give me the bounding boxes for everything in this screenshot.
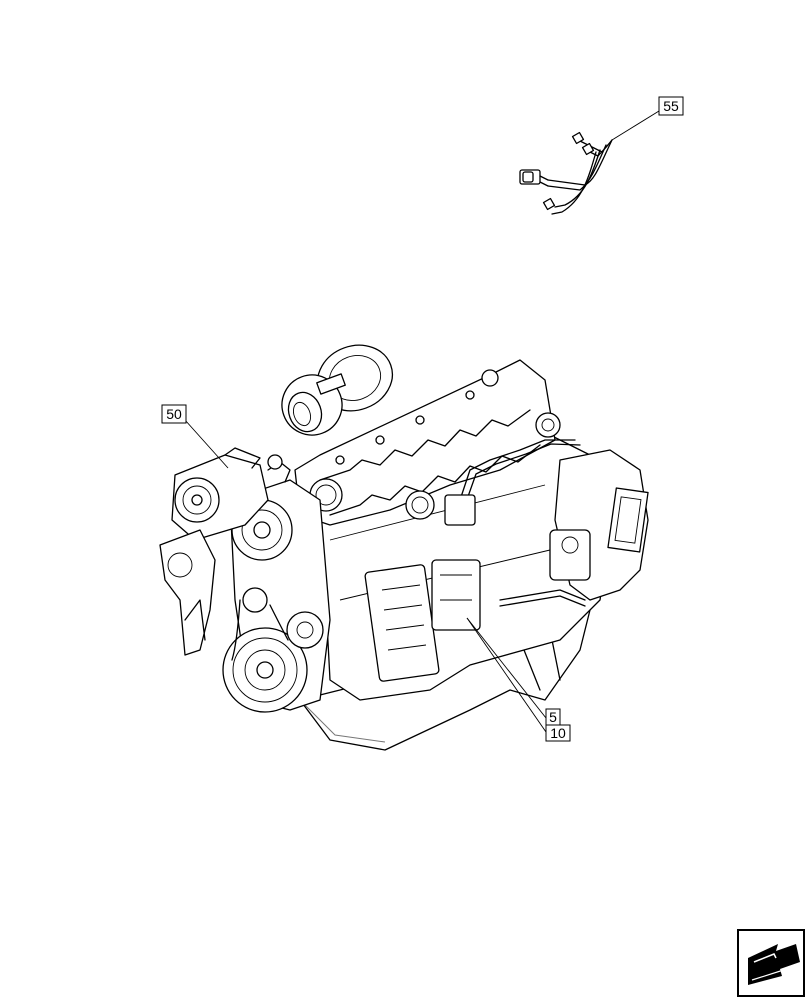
- callout-5-label: 5: [549, 709, 557, 725]
- turbocharger: [281, 344, 393, 436]
- engine-assembly-illustration: [159, 344, 649, 751]
- callout-5[interactable]: 5: [545, 708, 561, 726]
- leader-lines: [184, 110, 660, 733]
- callout-10[interactable]: 10: [545, 724, 571, 742]
- next-page-arrow-icon[interactable]: [737, 929, 805, 997]
- crankshaft-pulley: [222, 627, 308, 713]
- callout-10-label: 10: [550, 725, 566, 741]
- callout-55-label: 55: [663, 98, 679, 114]
- callout-50[interactable]: 50: [161, 404, 187, 424]
- wiring-harness-illustration: [519, 131, 613, 215]
- callout-50-label: 50: [166, 406, 182, 422]
- callout-55[interactable]: 55: [658, 96, 684, 116]
- ac-compressor: [171, 447, 291, 541]
